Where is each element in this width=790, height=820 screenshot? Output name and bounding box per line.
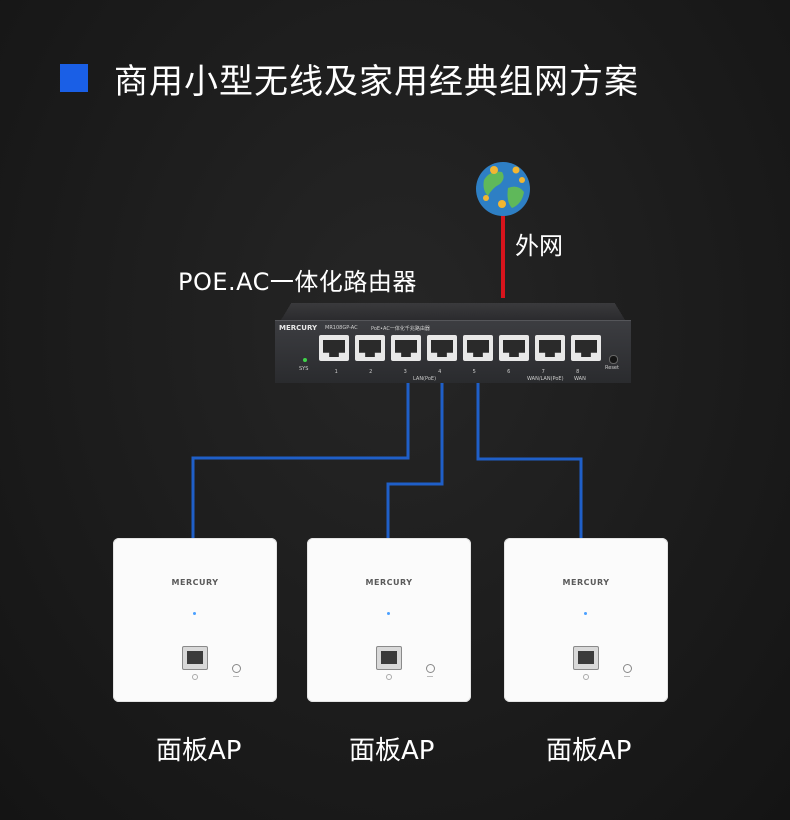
ap-label: 面板AP [349,736,435,766]
ethernet-port-icon [571,335,601,361]
globe-icon [476,162,530,216]
sys-label: SYS [299,366,309,372]
ethernet-port-icon [182,646,208,670]
ethernet-port-icon [355,335,385,361]
router-label: POE.AC一体化路由器 [178,268,417,296]
lan-poe-label: LAN(PoE) [413,376,437,382]
title-square-icon [60,64,88,92]
lan-line-middle [386,380,444,540]
panel-ap-2: MERCURY [307,538,471,702]
lan-line-left [191,380,410,540]
router-device: MERCURY MR108GP-AC PoE•AC一体化千兆路由器 SYS 1 … [275,298,631,383]
ethernet-port-icon [319,335,349,361]
page-title: 商用小型无线及家用经典组网方案 [114,61,639,102]
ap-brand: MERCURY [365,578,413,587]
router-ports [319,335,601,361]
ethernet-port-icon [391,335,421,361]
ap-indicator-icon [192,674,198,680]
wan-port-label: WAN [574,376,586,382]
router-brand: MERCURY [279,324,318,332]
port-number: 3 [403,369,407,375]
ap-reset-mark-icon [427,676,433,677]
ethernet-port-icon [427,335,457,361]
ap-reset-mark-icon [233,676,239,677]
router-top-panel [281,303,625,320]
router-model-sub: PoE•AC一体化千兆路由器 [371,326,430,332]
ap-reset-icon [426,664,435,673]
port-numbers: 1 2 3 4 5 6 7 8 [319,369,595,375]
router-model: MR108GP-AC [325,325,358,331]
ap-reset-icon [232,664,241,673]
port-number: 8 [576,369,580,375]
port-number: 2 [369,369,373,375]
wanlan-poe-label: WAN/LAN(PoE) [527,376,564,382]
ethernet-port-icon [535,335,565,361]
panel-ap-1: MERCURY [113,538,277,702]
reset-button-icon [609,355,618,364]
panel-ap-3: MERCURY [504,538,668,702]
title-bar: 商用小型无线及家用经典组网方案 [60,56,639,102]
ethernet-port-icon [573,646,599,670]
router-front-panel: MERCURY MR108GP-AC PoE•AC一体化千兆路由器 SYS 1 … [275,320,631,383]
port-number: 6 [507,369,511,375]
reset-label: Reset [605,365,619,371]
wan-label: 外网 [515,232,563,260]
port-number: 5 [472,369,476,375]
port-number: 7 [541,369,545,375]
ap-label: 面板AP [156,736,242,766]
sys-led-icon [303,358,307,362]
ap-indicator-icon [583,674,589,680]
ethernet-port-icon [499,335,529,361]
port-number: 4 [438,369,442,375]
ap-reset-mark-icon [624,676,630,677]
lan-line-right [476,380,583,540]
ap-led-icon [193,612,196,615]
ap-reset-icon [623,664,632,673]
ap-indicator-icon [386,674,392,680]
ap-label: 面板AP [546,736,632,766]
port-number: 1 [334,369,338,375]
ap-brand: MERCURY [562,578,610,587]
ap-brand: MERCURY [171,578,219,587]
ap-led-icon [387,612,390,615]
ap-led-icon [584,612,587,615]
ethernet-port-icon [463,335,493,361]
ethernet-port-icon [376,646,402,670]
